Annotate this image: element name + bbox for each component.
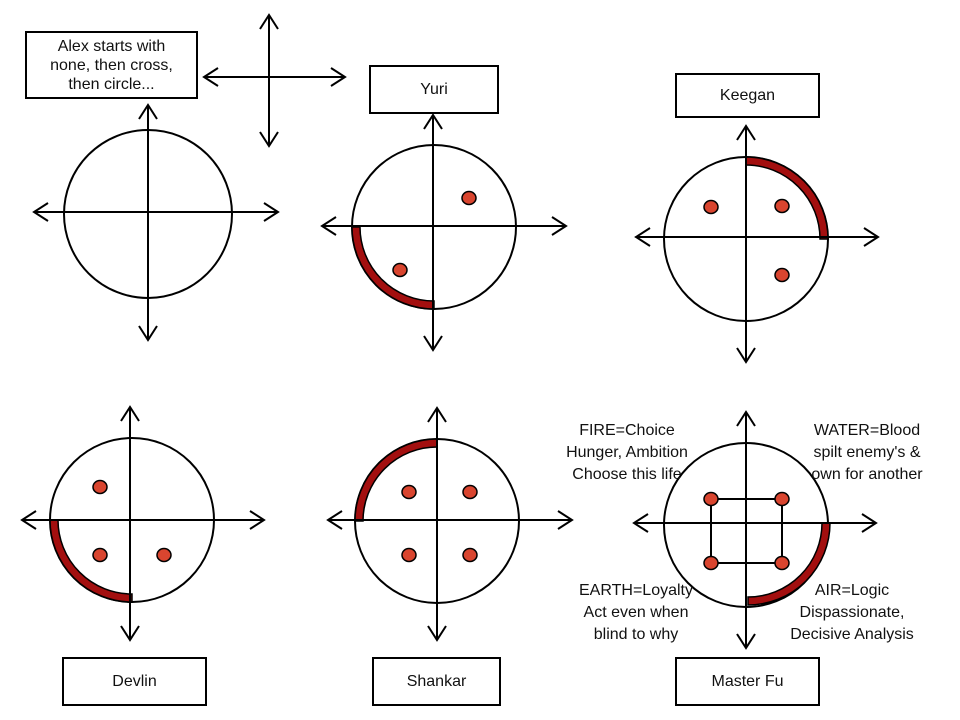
water-line: spilt enemy's & [813, 444, 921, 461]
intro-cross-arrow-right-icon [330, 67, 347, 87]
air-line: AIR=Logic [814, 582, 890, 599]
devlin-arrow-up-icon [120, 405, 140, 422]
yuri-arrow-up-icon [423, 113, 443, 130]
master-fu-arrow-left-icon [632, 513, 649, 533]
devlin-arrow-left-icon [20, 510, 37, 530]
intro-cross-arrow-left-icon [202, 67, 219, 87]
intro-note-line: none, then cross, [50, 56, 173, 74]
label-shankar: Shankar [372, 657, 501, 706]
fire-line: Choose this life [572, 466, 682, 483]
air-line: Dispassionate, [799, 604, 905, 621]
keegan-arrow-right-icon [863, 227, 880, 247]
master-fu-element-dot [703, 491, 719, 507]
master-fu-element-square [710, 498, 783, 564]
yuri-arrow-right-icon [551, 216, 568, 236]
earth-line: EARTH=Loyalty [579, 582, 693, 599]
shankar-arrow-right-icon [557, 510, 574, 530]
intro-note-box: Alex starts with none, then cross, then … [25, 31, 198, 99]
earth-line: blind to why [593, 626, 679, 643]
yuri-element-dot [461, 190, 477, 206]
devlin-arrow-right-icon [249, 510, 266, 530]
master-fu-element-dot [774, 491, 790, 507]
earth-note: EARTH=Loyalty Act even when blind to why [579, 580, 693, 646]
master-fu-element-dot [703, 555, 719, 571]
water-note: WATER=Blood spilt enemy's & own for anot… [811, 420, 922, 486]
label-keegan: Keegan [675, 73, 820, 118]
air-line: Decisive Analysis [790, 626, 914, 643]
intro-note-line: then circle... [68, 75, 155, 93]
shankar-element-dot [401, 484, 417, 500]
intro-cross-arrow-up-icon [259, 13, 279, 30]
yuri-element-dot [392, 262, 408, 278]
devlin-element-dot [92, 479, 108, 495]
fire-note: FIRE=Choice Hunger, Ambition Choose this… [566, 420, 688, 486]
keegan-element-dot [774, 198, 790, 214]
water-line: own for another [811, 466, 923, 483]
earth-line: Act even when [583, 604, 689, 621]
keegan-arrow-down-icon [736, 347, 756, 364]
devlin-element-dot [92, 547, 108, 563]
shankar-element-dot [401, 547, 417, 563]
yuri-arrow-down-icon [423, 335, 443, 352]
alex-arrow-left-icon [32, 202, 49, 222]
shankar-arrow-down-icon [427, 625, 447, 642]
master-fu-arrow-up-icon [736, 410, 756, 427]
intro-note-line: Alex starts with [57, 37, 166, 55]
keegan-element-arc [745, 156, 829, 240]
keegan-element-dot [774, 267, 790, 283]
master-fu-element-dot [774, 555, 790, 571]
label-yuri: Yuri [369, 65, 499, 114]
shankar-arrow-left-icon [326, 510, 343, 530]
devlin-element-dot [156, 547, 172, 563]
alex-arrow-right-icon [263, 202, 280, 222]
fire-line: Hunger, Ambition [566, 444, 688, 461]
keegan-element-dot [703, 199, 719, 215]
water-line: WATER=Blood [813, 422, 921, 439]
label-master-fu: Master Fu [675, 657, 820, 706]
air-note: AIR=Logic Dispassionate, Decisive Analys… [790, 580, 914, 646]
devlin-arrow-down-icon [120, 625, 140, 642]
yuri-arrow-left-icon [320, 216, 337, 236]
keegan-arrow-left-icon [634, 227, 651, 247]
fire-line: FIRE=Choice [579, 422, 675, 439]
shankar-element-dot [462, 484, 478, 500]
alex-arrow-up-icon [138, 103, 158, 120]
shankar-arrow-up-icon [427, 406, 447, 423]
alex-arrow-down-icon [138, 325, 158, 342]
master-fu-element-arc [747, 522, 831, 606]
master-fu-arrow-down-icon [736, 633, 756, 650]
intro-cross-arrow-down-icon [259, 131, 279, 148]
master-fu-arrow-right-icon [861, 513, 878, 533]
keegan-arrow-up-icon [736, 124, 756, 141]
label-devlin: Devlin [62, 657, 207, 706]
shankar-element-dot [462, 547, 478, 563]
